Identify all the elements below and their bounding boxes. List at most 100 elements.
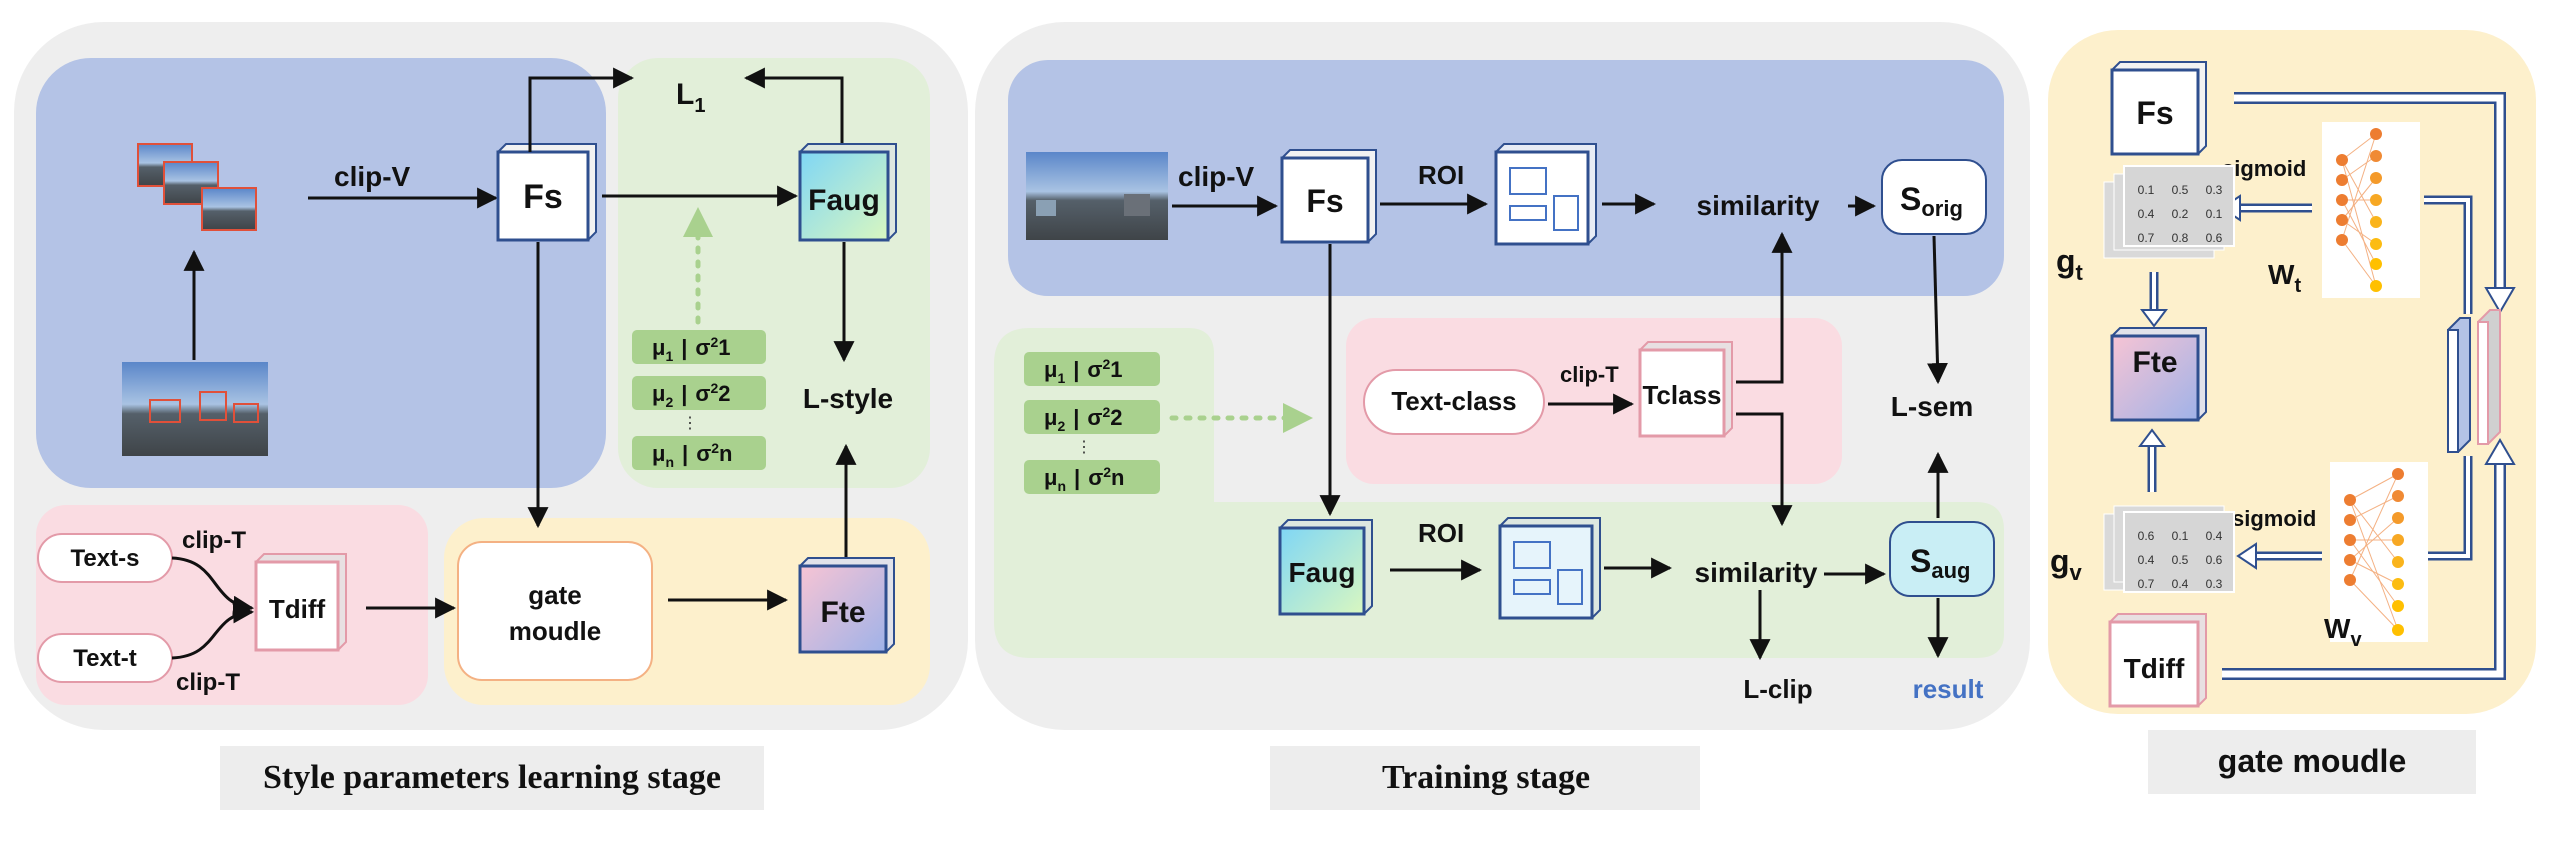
fte-box-stage1: Fte: [798, 557, 895, 654]
stage3-caption: gate moudle: [2218, 743, 2406, 779]
stage2-param-2: μ2|σ22: [1024, 400, 1160, 434]
roi-box-top: [1494, 143, 1597, 246]
matrix-cell: 0.6: [2206, 553, 2223, 567]
stage1-param-1: μ1|σ21: [632, 330, 766, 364]
stage2-faug-box: Faug: [1278, 519, 1373, 616]
svg-text:μ2|σ22: μ2|σ22: [1044, 404, 1123, 434]
stage2-param-1: μ1|σ21: [1024, 352, 1160, 386]
tdiff-label: Tdiff: [269, 594, 326, 624]
svg-text:μn|σ2n: μn|σ2n: [652, 440, 733, 470]
svg-text:μ1|σ21: μ1|σ21: [1044, 356, 1123, 386]
stage1-green-region: [618, 58, 930, 488]
matrix-cell: 0.5: [2172, 553, 2189, 567]
gate-label-line1: gate: [528, 580, 581, 610]
matrix-cell: 0.6: [2138, 529, 2155, 543]
wt-label: Wt: [2268, 259, 2301, 297]
matrix-cell: 0.6: [2206, 231, 2223, 245]
svg-text:Sorig: Sorig: [1900, 181, 1963, 221]
result-label: result: [1913, 674, 1984, 704]
svg-text:μ2|σ22: μ2|σ22: [652, 380, 731, 410]
stage2-green-region: [994, 328, 2004, 658]
text-class-label: Text-class: [1391, 386, 1516, 416]
matrix-cell: 0.1: [2138, 183, 2155, 197]
matrix-cell: 0.1: [2172, 529, 2189, 543]
s-aug-node: Saug: [1889, 521, 1995, 597]
matrix-cell: 0.4: [2206, 529, 2223, 543]
matrix-cell: 0.4: [2138, 207, 2155, 221]
gate-fte-label: Fte: [2133, 346, 2178, 379]
stage1-caption: Style parameters learning stage: [263, 759, 721, 796]
stage3-panel: Fs: [2048, 30, 2536, 794]
augmented-images-icon: [137, 143, 257, 231]
fs-label: Fs: [523, 178, 563, 216]
text-s-node: Text-s: [37, 533, 173, 583]
gate-tdiff-box: Tdiff: [2108, 613, 2207, 708]
sigmoid-top-label: sigmoid: [2222, 156, 2306, 181]
stage1-panel: clip-V Fs L1 Faug μ1|σ21 μ2|σ22: [14, 22, 968, 810]
similarity-bottom: similarity: [1695, 557, 1818, 588]
gate-tdiff-label: Tdiff: [2124, 653, 2185, 684]
l-clip-label: L-clip: [1743, 674, 1812, 704]
svg-text:Saug: Saug: [1910, 543, 1970, 583]
stage2-faug-label: Faug: [1289, 557, 1356, 588]
concat-features-icon: [2447, 309, 2501, 453]
stage2-caption: Training stage: [1382, 759, 1590, 796]
gate-label-line2: moudle: [509, 616, 601, 646]
fte-label: Fte: [821, 596, 866, 629]
gate-fte-box: Fte: [2110, 327, 2207, 422]
clip-v-label: clip-V: [334, 161, 411, 192]
gt-label: gt: [2056, 243, 2084, 285]
matrix-cell: 0.7: [2138, 231, 2155, 245]
l-sem-label: L-sem: [1891, 391, 1973, 422]
faug-label: Faug: [808, 184, 880, 217]
street-scene-image: [122, 362, 268, 456]
stage2-panel: clip-V Fs ROI similarity Sorig L-sem: [975, 22, 2030, 810]
stage1-param-dots: ⋮: [682, 415, 698, 432]
stage3-caption-bg: [2148, 730, 2476, 794]
faug-box-stage1: Faug: [798, 143, 897, 242]
stage2-fs-box: Fs: [1280, 149, 1377, 244]
gate-fs-box: Fs: [2110, 61, 2207, 156]
roi-top-label: ROI: [1418, 160, 1464, 190]
matrix-cell: 0.7: [2138, 577, 2155, 591]
s-orig-node: Sorig: [1881, 159, 1987, 235]
text-s-label: Text-s: [71, 545, 140, 572]
gate-fs-label: Fs: [2136, 95, 2173, 131]
svg-text:μn|σ2n: μn|σ2n: [1044, 464, 1125, 494]
matrix-cell: 0.1: [2206, 207, 2223, 221]
stage2-fs-label: Fs: [1306, 183, 1343, 219]
stage2-street-image: [1026, 152, 1168, 240]
stage2-param-dots: ⋮: [1076, 439, 1092, 456]
stage2-caption-bg: [1270, 746, 1700, 810]
stage1-caption-bg: [220, 746, 764, 810]
clip-t-bottom-label: clip-T: [176, 669, 240, 696]
tclass-box: Tclass: [1638, 341, 1733, 438]
wv-label: Wv: [2324, 613, 2362, 651]
tdiff-box-stage1: Tdiff: [254, 553, 347, 652]
fs-box: Fs: [496, 143, 597, 242]
stage1-param-2: μ2|σ22: [632, 376, 766, 410]
sigmoid-bottom-label: sigmoid: [2232, 506, 2316, 531]
stage2-clip-t-label: clip-T: [1560, 362, 1619, 387]
matrix-cell: 0.4: [2172, 577, 2189, 591]
clip-t-top-label: clip-T: [182, 527, 246, 554]
text-class-node: Text-class: [1363, 369, 1545, 435]
matrix-cell: 0.3: [2206, 577, 2223, 591]
stage1-blue-region: [36, 58, 606, 488]
l1-label: L1: [676, 78, 705, 117]
stage1-param-n: μn|σ2n: [632, 436, 766, 470]
text-t-node: Text-t: [37, 633, 173, 683]
stage2-param-n: μn|σ2n: [1024, 460, 1160, 494]
mlp-bottom-icon: [2330, 462, 2428, 642]
svg-text:μ1|σ21: μ1|σ21: [652, 334, 731, 364]
matrix-cell: 0.5: [2172, 183, 2189, 197]
similarity-top: similarity: [1697, 190, 1820, 221]
stage2-clip-v-label: clip-V: [1178, 161, 1255, 192]
text-t-label: Text-t: [73, 645, 137, 672]
matrix-cell: 0.8: [2172, 231, 2189, 245]
matrix-cell: 0.3: [2206, 183, 2223, 197]
gv-label: gv: [2050, 543, 2083, 585]
